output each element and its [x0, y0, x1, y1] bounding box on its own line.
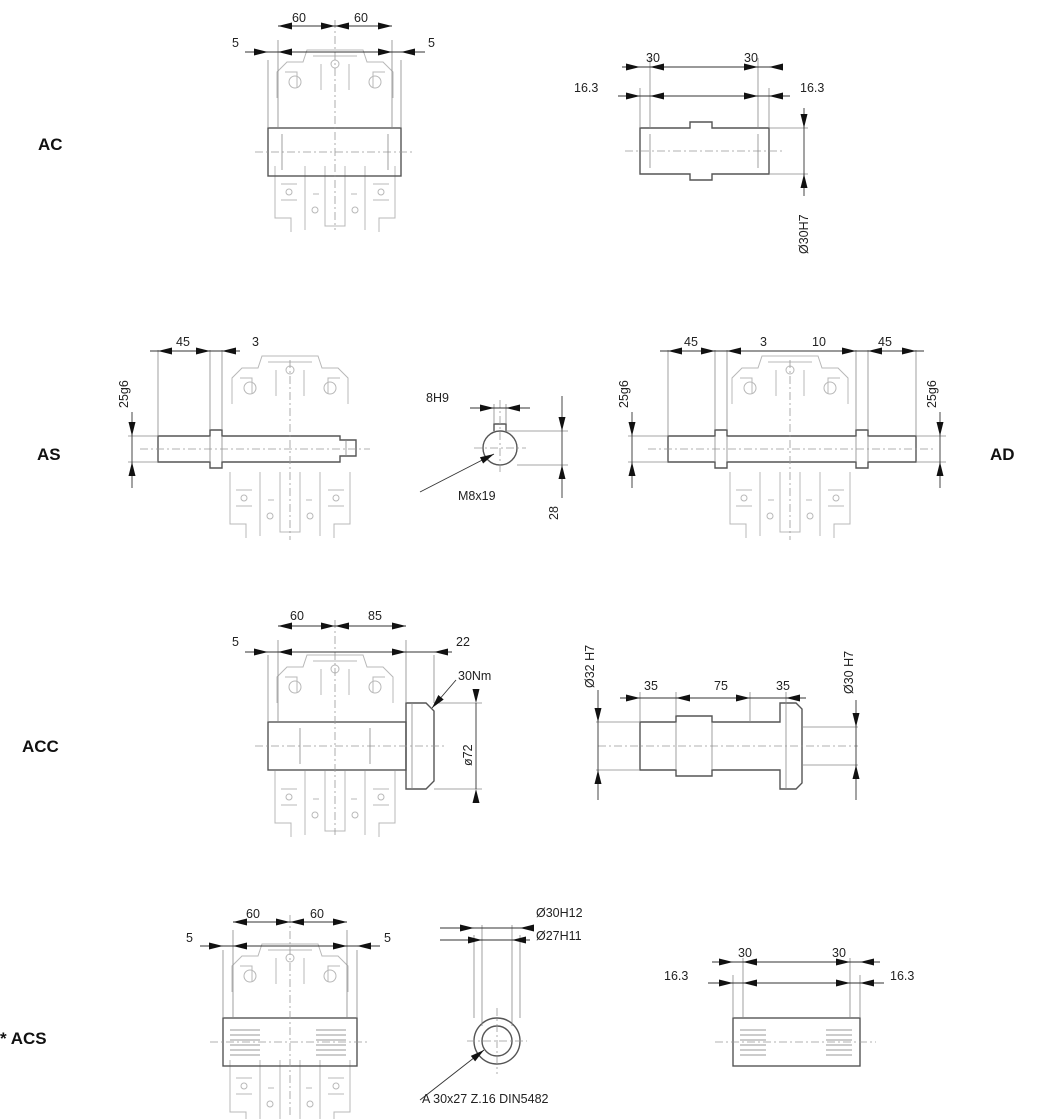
ac-side-view: 30 30 16.3 16.3 Ø30H7	[574, 51, 824, 254]
acs-front-view: 60 60 5 5	[186, 907, 391, 1119]
row-label-ac: AC	[38, 135, 63, 154]
acc-dim-left-offset: 5	[232, 635, 239, 649]
acc-dim-left-span: 60	[290, 609, 304, 623]
row-label-ad: AD	[990, 445, 1015, 464]
acs-dim-left-span: 60	[246, 907, 260, 921]
acs-side-left-offset: 16.3	[664, 969, 688, 983]
ad-shaft-view: 45 3 10 45 25g6 25g6	[617, 335, 946, 540]
row-acc: ACC 60 85	[22, 609, 860, 838]
ac-dim-right-offset: 5	[428, 36, 435, 50]
row-label-acs: * ACS	[0, 1029, 47, 1048]
acs-dim-right-span: 60	[310, 907, 324, 921]
ac-dim-right-span: 60	[354, 11, 368, 25]
ad-dim-right-length: 45	[878, 335, 892, 349]
acc-side-view: 35 75 35 Ø32 H7 Ø30 H7	[583, 645, 860, 800]
acs-side-view: 30 30 16.3 16.3	[664, 946, 914, 1067]
acs-side-right-span: 30	[832, 946, 846, 960]
as-section-height: 28	[547, 506, 561, 520]
acs-side-left-span: 30	[738, 946, 752, 960]
ac-dim-left-offset: 5	[232, 36, 239, 50]
ac-side-right-offset: 16.3	[800, 81, 824, 95]
as-dim-diameter: 25g6	[117, 380, 131, 408]
as-shaft-view: 45 3 25g6	[117, 335, 370, 540]
acc-side-left-bore: Ø32 H7	[583, 645, 597, 688]
as-dim-length: 45	[176, 335, 190, 349]
row-label-acc: ACC	[22, 737, 59, 756]
acs-spline-inner: Ø27H11	[536, 929, 582, 943]
row-as-ad: AS AD 45 3 25g6	[37, 335, 1015, 540]
acs-spline-designation: A 30x27 Z.16 DIN5482	[422, 1092, 549, 1106]
acc-side-mid-span: 75	[714, 679, 728, 693]
acc-side-left-span: 35	[644, 679, 658, 693]
acc-side-right-bore: Ø30 H7	[842, 651, 856, 694]
ad-dim-left-length: 45	[684, 335, 698, 349]
acs-spline-outer: Ø30H12	[536, 906, 583, 920]
row-acs: * ACS 60 60	[0, 906, 914, 1119]
acs-dim-left-offset: 5	[186, 931, 193, 945]
row-ac: AC 60 60 5 5	[38, 11, 824, 254]
row-label-as: AS	[37, 445, 61, 464]
ac-side-left-offset: 16.3	[574, 81, 598, 95]
ac-side-bore: Ø30H7	[797, 214, 811, 254]
as-shaft-section: 8H9 M8x19 28	[419, 391, 568, 520]
acc-side-right-span: 35	[776, 679, 790, 693]
ad-dim-right-diameter: 25g6	[925, 380, 939, 408]
as-dim-gap: 3	[252, 335, 259, 349]
ac-side-right-span: 30	[744, 51, 758, 65]
ac-side-left-span: 30	[646, 51, 660, 65]
ad-dim-gap: 3	[760, 335, 767, 349]
acc-torque: 30Nm	[458, 669, 491, 683]
ac-front-view: 60 60 5 5	[232, 11, 435, 233]
acc-flange-diameter: ø72	[461, 744, 475, 766]
acc-dim-right-offset: 22	[456, 635, 470, 649]
acc-front-view: 60 85 5 22 30Nm ø72	[232, 609, 491, 838]
acs-spline-section: Ø30H12 Ø27H11 A 30x27 Z.16 DIN5482	[419, 906, 583, 1106]
acs-dim-right-offset: 5	[384, 931, 391, 945]
as-thread: M8x19	[458, 489, 496, 503]
acc-dim-right-span: 85	[368, 609, 382, 623]
ac-dim-left-span: 60	[292, 11, 306, 25]
acs-side-right-offset: 16.3	[890, 969, 914, 983]
ad-dim-right-gap: 10	[812, 335, 826, 349]
ad-dim-left-diameter: 25g6	[617, 380, 631, 408]
as-key-width: 8H9	[426, 391, 449, 405]
